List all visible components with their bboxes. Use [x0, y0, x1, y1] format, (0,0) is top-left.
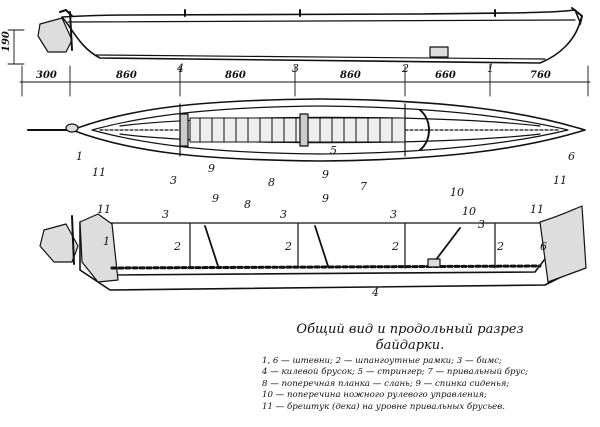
foot-rudder-bar — [419, 109, 430, 151]
legend-line: 4 — килевой брусок; 5 — стрингер; 7 — пр… — [262, 367, 529, 378]
part-label: 2 — [173, 240, 181, 253]
part-label: 11 — [553, 174, 567, 187]
seat-back-2 — [299, 113, 309, 147]
legend-line: 1, 6 — штевни; 2 — шпангоутные рамки; 3 … — [262, 356, 502, 366]
dim-label: 860 — [225, 70, 246, 81]
seat-back-1 — [204, 225, 219, 267]
seat-back-2 — [314, 225, 329, 267]
part-label: 6 — [568, 150, 575, 163]
part-label: 7 — [360, 180, 367, 193]
height-dim-label: 190 — [1, 31, 12, 52]
legend: 1, 6 — штевни; 2 — шпангоутные рамки; 3 … — [262, 356, 600, 413]
floor-slats — [189, 117, 406, 143]
dim-label: 660 — [435, 70, 456, 81]
part-label: 2 — [391, 240, 399, 253]
part-label: 10 — [462, 205, 476, 218]
legend-line: 10 — поперечина ножного рулевого управле… — [262, 390, 487, 401]
part-label: 11 — [92, 166, 106, 179]
caption-line-1: Общий вид и продольный разрез — [296, 322, 524, 337]
part-label: 3 — [390, 208, 397, 221]
part-label: 9 — [322, 192, 329, 205]
part-label: 11 — [97, 203, 111, 216]
part-label: 3 — [170, 174, 177, 187]
part-label: 1 — [103, 235, 110, 248]
section-part-labels: 11 1 3 2 9 8 3 2 9 3 2 10 3 2 11 6 4 — [97, 192, 547, 299]
caption-line-2: байдарки. — [375, 338, 445, 353]
part-label: 3 — [280, 208, 287, 221]
part-label: 8 — [268, 176, 275, 189]
legend-line: 8 — поперечная планка — слань; 9 — спинк… — [262, 378, 510, 389]
keel-strip — [110, 264, 542, 270]
dimension-labels: 190 300 860 860 860 660 760 4 3 2 1 — [1, 31, 551, 81]
legend-line: 11 — брештук (дека) на уровне привальных… — [262, 401, 505, 412]
plan-gunwale-inner — [91, 105, 569, 155]
side-hull-outline — [61, 9, 581, 64]
side-bow-stem — [571, 7, 583, 25]
section-rudder — [39, 223, 79, 263]
plan-part-labels: 1 11 3 9 8 5 9 7 10 6 11 — [76, 144, 575, 199]
station-number: 1 — [487, 62, 494, 75]
cockpit-fitting — [429, 46, 449, 58]
part-label: 3 — [162, 208, 169, 221]
part-label: 6 — [540, 240, 547, 253]
dimension-chain — [7, 29, 591, 97]
slat-panel — [189, 117, 406, 143]
dim-label: 300 — [36, 70, 57, 81]
foot-plate — [427, 258, 441, 268]
station-number: 4 — [176, 62, 184, 75]
keel-line — [110, 264, 542, 270]
part-label: 3 — [478, 218, 485, 231]
part-label: 5 — [330, 144, 337, 157]
part-label: 9 — [322, 168, 329, 181]
part-label: 8 — [244, 198, 251, 211]
plan-stringer-lower — [119, 133, 541, 144]
stern-stem-block — [79, 213, 119, 283]
side-view — [37, 7, 583, 64]
part-label: 9 — [208, 162, 215, 175]
station-number: 2 — [401, 62, 409, 75]
figure-caption: Общий вид и продольный разрез байдарки. — [240, 322, 580, 354]
dim-label: 760 — [530, 70, 551, 81]
part-label: 1 — [76, 150, 83, 163]
plan-view — [27, 98, 586, 162]
part-label: 2 — [284, 240, 292, 253]
dim-label: 860 — [340, 70, 361, 81]
side-keel-line — [95, 54, 546, 60]
seat-back-1 — [179, 113, 189, 147]
part-label: 2 — [496, 240, 504, 253]
part-label: 11 — [530, 203, 544, 216]
plan-hull-outline — [71, 98, 586, 162]
section-view — [39, 205, 587, 291]
part-label: 9 — [212, 192, 219, 205]
side-gunwale-line — [67, 19, 576, 23]
station-number: 3 — [292, 62, 299, 75]
rudder-post — [69, 11, 73, 51]
part-label: 10 — [450, 186, 464, 199]
plan-stringer-upper — [119, 116, 541, 127]
section-hull-outline — [79, 214, 586, 291]
dim-label: 860 — [116, 70, 137, 81]
part-label: 4 — [371, 286, 379, 299]
bow-stem-block — [539, 205, 587, 283]
rudder-head — [65, 123, 79, 133]
section-rudder-post — [71, 215, 75, 265]
